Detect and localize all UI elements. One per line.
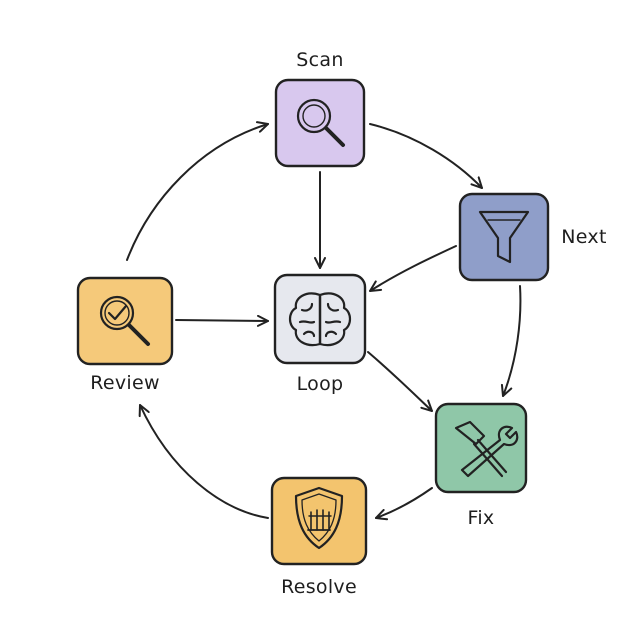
next-label: Next	[561, 226, 606, 248]
magnifier-check-icon	[99, 295, 150, 346]
edge-review-scan	[126, 121, 269, 261]
fix-tile	[434, 402, 528, 494]
resolve-tile	[270, 476, 368, 566]
node-review: Review	[76, 276, 174, 394]
magnifier-icon	[296, 98, 345, 147]
scan-label: Scan	[296, 49, 343, 71]
loop-label: Loop	[297, 373, 344, 395]
shield-icon	[294, 486, 344, 550]
resolve-label: Resolve	[281, 576, 357, 598]
edge-fix-resolve	[375, 487, 433, 521]
edge-next-loop	[369, 245, 457, 292]
edges	[126, 121, 522, 521]
hammer-wrench-icon	[454, 420, 519, 478]
scan-tile	[274, 78, 366, 168]
node-resolve: Resolve	[270, 476, 368, 598]
node-fix: Fix	[434, 402, 528, 529]
edge-loop-fix	[367, 351, 433, 412]
review-label: Review	[90, 372, 160, 394]
edge-next-fix	[500, 285, 522, 397]
brain-icon	[288, 292, 352, 347]
edge-review-loop	[175, 314, 269, 327]
node-loop: Loop	[273, 273, 367, 395]
fix-label: Fix	[468, 507, 495, 529]
edge-resolve-review	[138, 404, 269, 519]
funnel-icon	[478, 210, 530, 264]
next-tile	[458, 192, 550, 282]
edge-scan-next	[369, 123, 483, 189]
node-next: Next	[458, 192, 606, 282]
node-scan: Scan	[274, 49, 366, 168]
